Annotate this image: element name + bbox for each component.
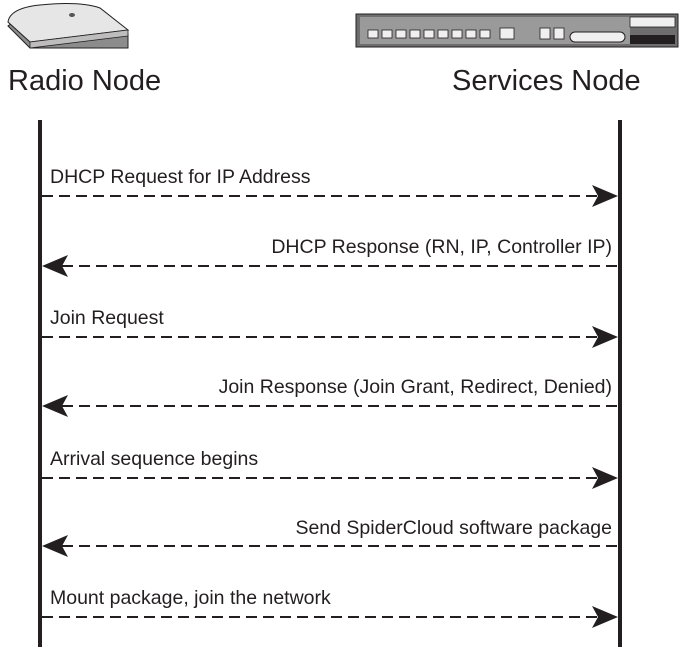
- message-arrow: Send SpiderCloud software package: [42, 517, 618, 557]
- services-node-title: Services Node: [452, 65, 641, 97]
- arrowhead-left-icon: [42, 395, 68, 417]
- message-label: DHCP Request for IP Address: [50, 166, 311, 188]
- message-label: Join Request: [50, 307, 164, 329]
- message-label: DHCP Response (RN, IP, Controller IP): [271, 236, 612, 258]
- arrowhead-right-icon: [592, 326, 618, 348]
- message-arrow: Arrival sequence begins: [42, 448, 618, 489]
- message-label: Arrival sequence begins: [50, 448, 258, 470]
- radio-node-device-icon: [7, 3, 130, 49]
- arrowhead-right-icon: [592, 606, 618, 628]
- message-arrow: DHCP Response (RN, IP, Controller IP): [42, 236, 618, 277]
- services-node-device-icon: [355, 13, 679, 48]
- message-label: Join Response (Join Grant, Redirect, Den…: [219, 376, 612, 398]
- arrowhead-left-icon: [42, 535, 68, 557]
- arrowhead-right-icon: [592, 467, 618, 489]
- arrowhead-left-icon: [42, 255, 68, 277]
- message-arrow: Join Request: [42, 307, 618, 348]
- message-arrow: Mount package, join the network: [42, 587, 618, 628]
- arrowhead-right-icon: [592, 185, 618, 207]
- message-label: Send SpiderCloud software package: [295, 517, 612, 539]
- message-arrow: DHCP Request for IP Address: [42, 166, 618, 207]
- message-arrow: Join Response (Join Grant, Redirect, Den…: [42, 376, 618, 417]
- radio-node-title: Radio Node: [8, 65, 161, 97]
- message-label: Mount package, join the network: [50, 587, 331, 609]
